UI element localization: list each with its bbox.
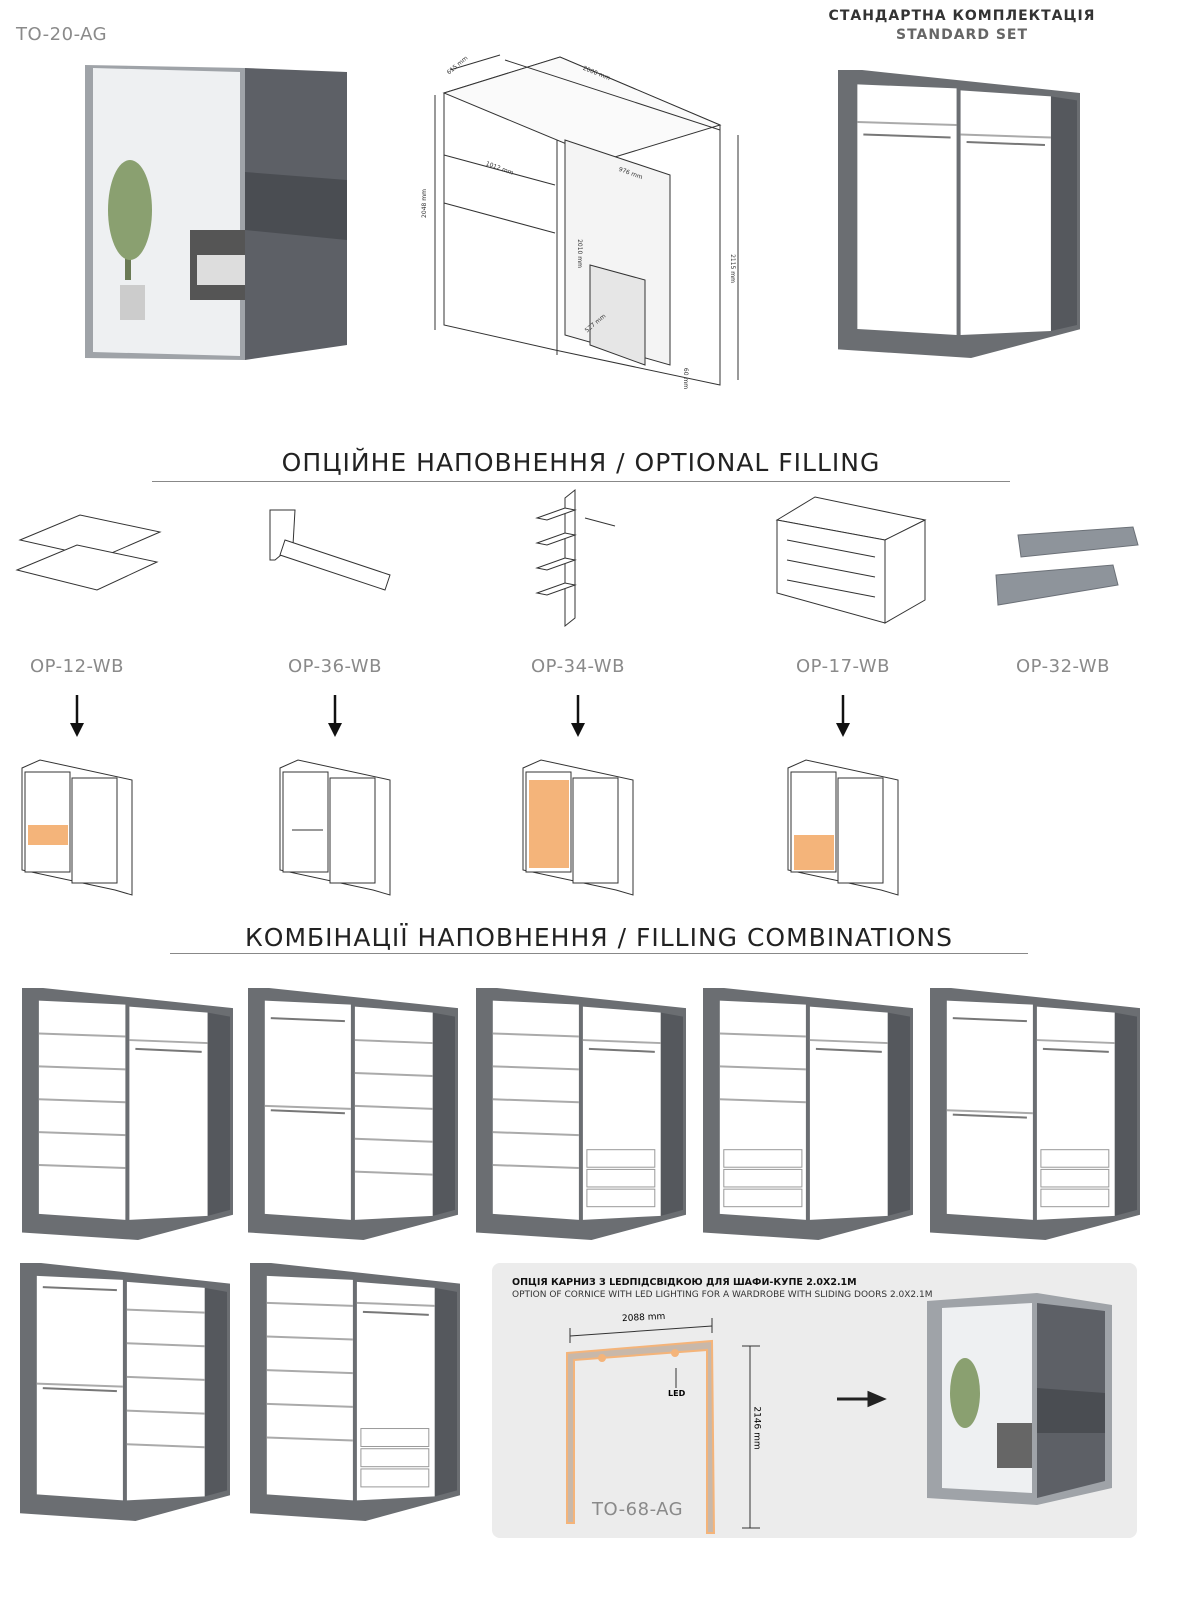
arrow-down-icon bbox=[328, 695, 342, 737]
filled-wardrobe-preview bbox=[21, 759, 133, 896]
filled-wardrobe-preview bbox=[279, 759, 391, 896]
filled-wardrobe-preview bbox=[787, 759, 899, 896]
filling-combination-wardrobe bbox=[930, 988, 1140, 1240]
led-label: LED bbox=[668, 1389, 686, 1398]
divider bbox=[170, 953, 1028, 954]
soft-close-mechanism-icon bbox=[995, 526, 1139, 606]
filling-combination-wardrobe bbox=[250, 1263, 460, 1521]
door-height-label: 2048 mm bbox=[420, 189, 428, 218]
product-code: TO-20-AG bbox=[16, 24, 108, 45]
standard-set-title-uk: СТАНДАРТНА КОМПЛЕКТАЦІЯ bbox=[828, 8, 1096, 24]
filling-combination-wardrobe bbox=[248, 988, 458, 1240]
option-code: OP-32-WB bbox=[1016, 656, 1110, 677]
arrow-right-icon bbox=[837, 1390, 887, 1408]
cornice-option-panel: ОПЦІЯ КАРНИЗ З LEDПІДСВІДКОЮ ДЛЯ ШАФИ-КУ… bbox=[492, 1263, 1137, 1538]
combinations-heading: КОМБІНАЦІЇ НАПОВНЕННЯ / FILLING COMBINAT… bbox=[245, 923, 953, 952]
plinth-label: 60 mm bbox=[682, 367, 690, 390]
arrow-down-icon bbox=[70, 695, 84, 737]
drawer-unit-icon bbox=[775, 496, 927, 624]
inner-height-label: 2010 mm bbox=[575, 239, 583, 268]
arrow-down-icon bbox=[836, 695, 850, 737]
option-code: OP-36-WB bbox=[288, 656, 382, 677]
cornice-product-code: TO-68-AG bbox=[592, 1499, 684, 1520]
total-height-label: 2115 mm bbox=[728, 254, 736, 283]
cornice-height-label: 2146 mm bbox=[751, 1406, 762, 1450]
option-code: OP-12-WB bbox=[30, 656, 124, 677]
wardrobe-with-cornice-photo bbox=[927, 1293, 1112, 1505]
cornice-title-uk: ОПЦІЯ КАРНИЗ З LEDПІДСВІДКОЮ ДЛЯ ШАФИ-КУ… bbox=[512, 1277, 857, 1288]
arrow-down-icon bbox=[571, 695, 585, 737]
filling-combination-wardrobe bbox=[20, 1263, 230, 1521]
divider bbox=[152, 481, 1010, 482]
option-code: OP-34-WB bbox=[531, 656, 625, 677]
filling-combination-wardrobe bbox=[22, 988, 233, 1240]
filling-combination-wardrobe bbox=[703, 988, 913, 1240]
shelves-icon bbox=[15, 514, 162, 591]
standard-set-title-en: STANDARD SET bbox=[895, 27, 1029, 43]
shelf-unit-icon bbox=[535, 488, 616, 628]
filling-combination-wardrobe bbox=[476, 988, 686, 1240]
filled-wardrobe-preview bbox=[522, 759, 634, 896]
standard-set-wardrobe bbox=[838, 70, 1080, 358]
option-code: OP-17-WB bbox=[796, 656, 890, 677]
cornice-title-en: OPTION OF CORNICE WITH LED LIGHTING FOR … bbox=[512, 1290, 933, 1300]
optional-filling-heading: ОПЦІЙНЕ НАПОВНЕННЯ / OPTIONAL FILLING bbox=[281, 448, 881, 477]
hanging-rail-icon bbox=[269, 509, 391, 591]
cornice-drawing bbox=[566, 1318, 760, 1534]
dimension-drawing bbox=[434, 54, 739, 386]
wardrobe-photo bbox=[85, 65, 347, 360]
